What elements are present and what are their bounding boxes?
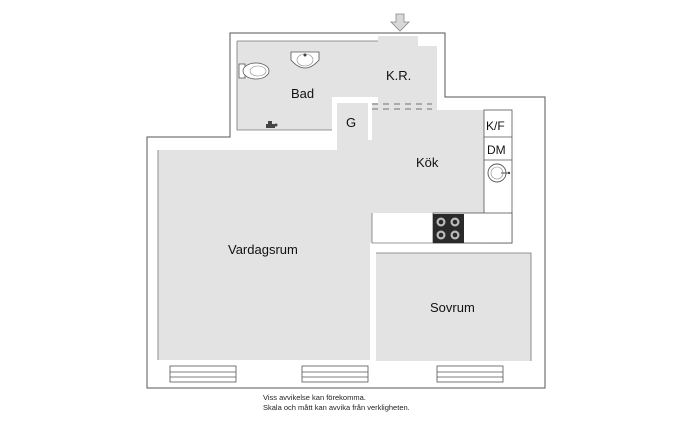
opening-dashes bbox=[372, 103, 432, 110]
window-right bbox=[436, 365, 504, 383]
floors bbox=[158, 36, 531, 361]
window-left bbox=[169, 365, 237, 383]
arrow-down-icon bbox=[390, 13, 410, 32]
floor-drain-icon bbox=[266, 121, 278, 128]
room-label-sovrum: Sovrum bbox=[430, 300, 475, 315]
bedroom-floor bbox=[376, 253, 531, 361]
sink-icon bbox=[487, 163, 511, 183]
disclaimer-line-2: Skala och mått kan avvika från verklighe… bbox=[263, 403, 410, 412]
window-middle bbox=[301, 365, 369, 383]
kitchen-floor bbox=[372, 103, 484, 213]
room-label-vardagsrum: Vardagsrum bbox=[228, 242, 298, 257]
room-label-kok: Kök bbox=[416, 155, 439, 170]
windows bbox=[169, 365, 504, 383]
disclaimer-line-1: Viss avvikelse kan förekomma. bbox=[263, 393, 366, 402]
washbasin-icon bbox=[290, 51, 320, 69]
room-label-bad: Bad bbox=[291, 86, 314, 101]
living-room-floor bbox=[158, 140, 372, 360]
toilet-icon bbox=[238, 62, 270, 80]
appliance-label-dm: DM bbox=[487, 143, 506, 157]
disclaimer: Viss avvikelse kan förekomma. Skala och … bbox=[263, 393, 410, 413]
room-label-kr: K.R. bbox=[386, 68, 411, 83]
stove-icon bbox=[433, 214, 464, 243]
room-label-g: G bbox=[346, 115, 356, 130]
bathroom-floor bbox=[237, 41, 378, 130]
appliance-label-kf: K/F bbox=[486, 119, 505, 133]
hall-floor bbox=[378, 36, 437, 107]
